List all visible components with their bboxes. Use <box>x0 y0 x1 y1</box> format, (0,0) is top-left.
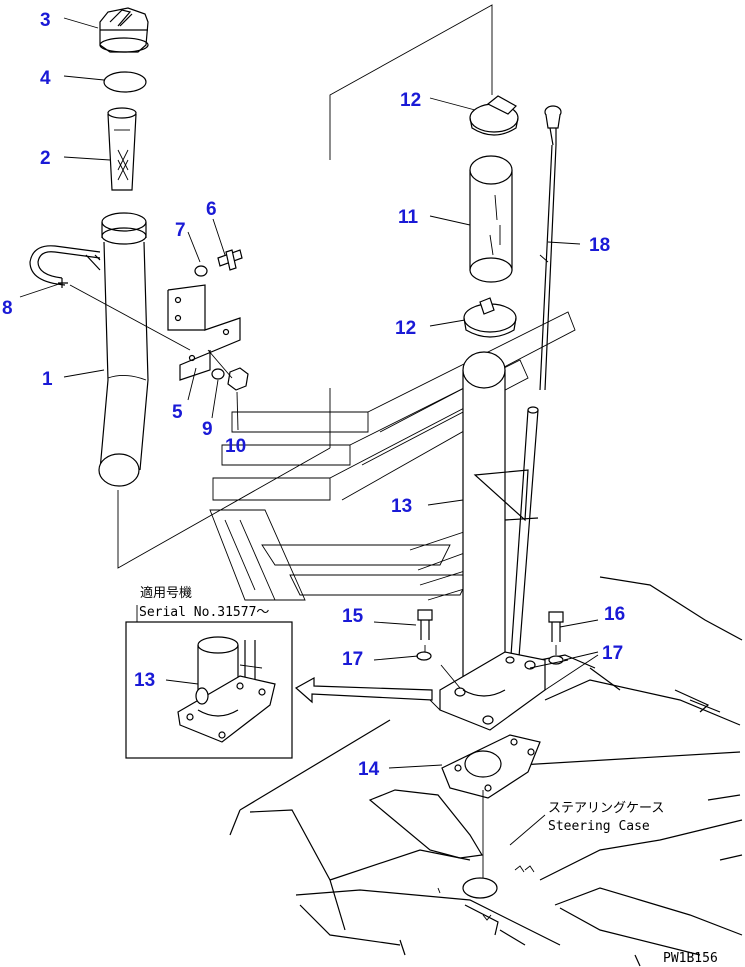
filler-pipe-part-1 <box>98 212 149 487</box>
bolt-part-15 <box>417 609 433 660</box>
callout-1: 1 <box>42 369 53 390</box>
callout-16: 16 <box>604 604 625 625</box>
callout-10: 10 <box>225 436 246 457</box>
inset-serial: Serial No.31577～ <box>139 605 269 620</box>
bolt-part-6 <box>217 249 243 271</box>
steering-case-label-jp: ステアリングケース <box>548 801 664 816</box>
callout-2: 2 <box>40 148 51 169</box>
inset-heading-jp: 適用号機 <box>140 585 192 601</box>
nut-part-10 <box>227 367 249 391</box>
callout-5: 5 <box>172 402 183 423</box>
watermark-logo <box>209 311 576 601</box>
callout-17-left: 17 <box>342 649 363 670</box>
guide-pipe-part-13 <box>439 351 546 731</box>
dipstick-part-18 <box>539 105 562 391</box>
bracket-part-5 <box>167 284 241 381</box>
callout-8: 8 <box>2 298 13 319</box>
steering-case-label-en: Steering Case <box>548 819 650 834</box>
callout-12-lower: 12 <box>395 318 416 339</box>
callout-13-inset: 13 <box>134 670 155 691</box>
left-centerlines <box>69 284 331 569</box>
callout-15: 15 <box>342 606 364 627</box>
washer-part-17-left <box>416 651 432 661</box>
callout-17-right: 17 <box>602 643 623 664</box>
hose-part-11 <box>469 155 513 283</box>
washer-part-7 <box>194 265 208 277</box>
steering-case-body <box>229 576 743 967</box>
inset-reference-arrow <box>294 676 433 704</box>
callout-12-upper: 12 <box>400 90 421 111</box>
callout-4: 4 <box>40 68 51 89</box>
callout-14: 14 <box>358 759 380 780</box>
callout-3: 3 <box>40 10 51 31</box>
hose-clamp-part-12-upper <box>469 95 519 136</box>
cap-part-3 <box>99 7 149 53</box>
washer-part-9 <box>211 368 225 380</box>
clip-part-8 <box>29 245 101 288</box>
strainer-part-2 <box>107 107 137 191</box>
callout-11: 11 <box>398 207 419 228</box>
inset-detail <box>125 621 293 759</box>
hose-clamp-part-12-lower <box>463 297 517 338</box>
callout-18: 18 <box>589 235 610 256</box>
callout-9: 9 <box>202 419 213 440</box>
leader-lines <box>19 17 599 846</box>
callout-13: 13 <box>391 496 412 517</box>
tick-marks <box>437 865 535 921</box>
gasket-part-4 <box>103 71 147 93</box>
bolt-part-16 <box>548 611 564 655</box>
callouts: 3 4 2 6 7 8 1 5 9 10 12 11 18 12 13 15 1… <box>2 10 625 780</box>
upper-frame-lines <box>329 4 493 160</box>
gasket-plate-part-14 <box>441 734 541 899</box>
callout-6: 6 <box>206 199 217 220</box>
drawing-code: PW1B156 <box>663 951 718 966</box>
callout-7: 7 <box>175 220 186 241</box>
